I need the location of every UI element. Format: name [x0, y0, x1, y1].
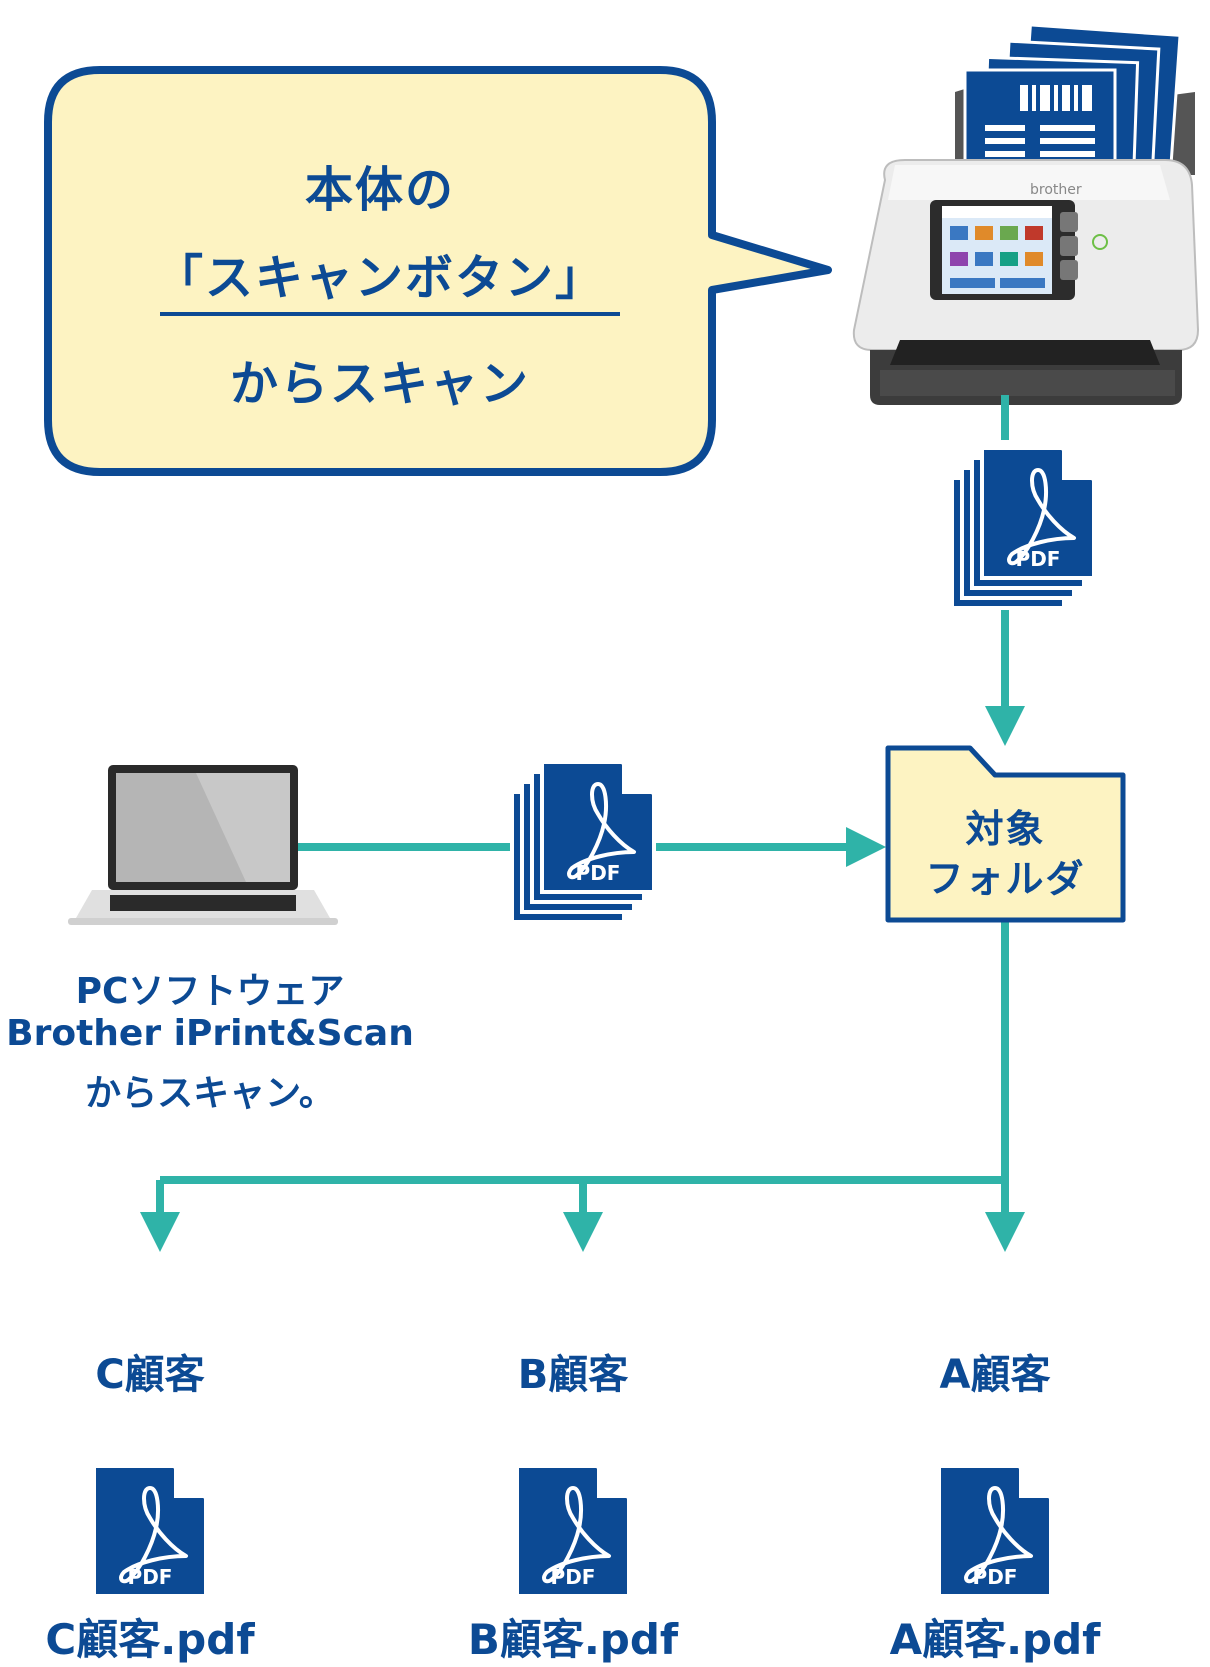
- connectors: [140, 395, 1025, 1252]
- customer-b-filename: B顧客.pdf: [467, 1615, 679, 1664]
- bubble-line-2: 「スキャンボタン」: [154, 250, 605, 306]
- pc-caption-line-3: からスキャン。: [85, 1073, 335, 1114]
- folder-label-line-1: 対象: [965, 807, 1046, 851]
- customer-c-pdf-icon: [92, 1464, 208, 1598]
- customer-a-label: A顧客: [939, 1352, 1051, 1398]
- pc-caption-line-1: PCソフトウェア: [75, 971, 345, 1012]
- speech-bubble: [44, 66, 832, 476]
- bubble-line-3: からスキャン: [229, 356, 530, 412]
- pdf-stack-pc-icon: [512, 762, 654, 922]
- pdf-stack-scanner-icon: [952, 448, 1094, 608]
- customer-b-pdf-icon: [515, 1464, 631, 1598]
- bubble-line-1: 本体の: [304, 162, 455, 218]
- customer-c-label: C顧客: [95, 1352, 205, 1398]
- customer-a-filename: A顧客.pdf: [889, 1615, 1101, 1664]
- scanner-illustration: brother: [852, 23, 1200, 405]
- pc-caption-line-2: Brother iPrint&Scan: [6, 1013, 414, 1054]
- laptop-icon: [68, 765, 338, 925]
- target-folder-icon: [885, 745, 1126, 923]
- customer-b-label: B顧客: [517, 1352, 629, 1398]
- scanner-brand: brother: [1030, 182, 1082, 198]
- customer-c-filename: C顧客.pdf: [45, 1615, 255, 1664]
- customer-a-pdf-icon: [937, 1464, 1053, 1598]
- folder-label-line-2: フォルダ: [925, 857, 1086, 901]
